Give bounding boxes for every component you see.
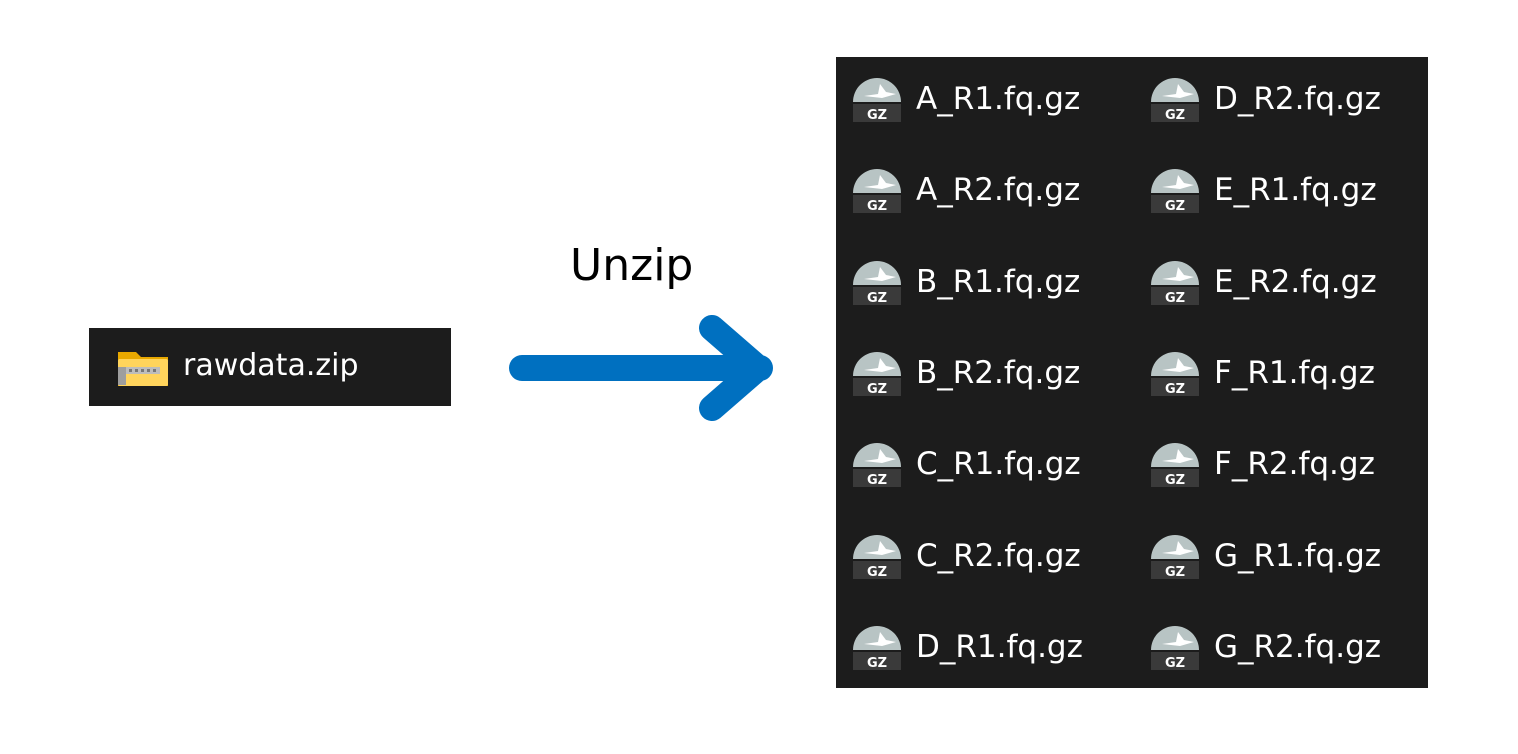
- gz-archive-icon: GZ: [1151, 443, 1199, 488]
- gz-archive-icon: GZ: [1151, 78, 1199, 123]
- unzip-label: Unzip: [570, 240, 694, 291]
- svg-text:GZ: GZ: [1165, 199, 1185, 214]
- file-item[interactable]: GZ G_R1.fq.gz: [1148, 526, 1381, 586]
- file-name: A_R2.fq.gz: [916, 172, 1081, 209]
- file-name: F_R2.fq.gz: [1214, 446, 1375, 483]
- gz-archive-icon: GZ: [853, 351, 901, 397]
- file-item[interactable]: GZ D_R1.fq.gz: [850, 617, 1083, 677]
- svg-text:GZ: GZ: [1165, 108, 1185, 123]
- file-name: D_R1.fq.gz: [916, 628, 1083, 665]
- file-item[interactable]: GZ A_R2.fq.gz: [850, 160, 1080, 220]
- svg-text:GZ: GZ: [867, 291, 887, 306]
- gz-archive-icon: GZ: [853, 78, 901, 123]
- gz-archive-icon: GZ: [853, 169, 901, 214]
- file-item[interactable]: GZ B_R2.fq.gz: [850, 343, 1080, 403]
- file-name: F_R1.fq.gz: [1214, 354, 1375, 391]
- file-name: C_R1.fq.gz: [916, 446, 1081, 483]
- file-item[interactable]: GZ B_R1.fq.gz: [850, 252, 1080, 312]
- file-item[interactable]: GZ E_R2.fq.gz: [1148, 252, 1377, 312]
- file-item[interactable]: GZ F_R2.fq.gz: [1148, 434, 1375, 494]
- file-item[interactable]: GZ E_R1.fq.gz: [1148, 160, 1377, 220]
- gz-archive-icon: GZ: [1151, 260, 1199, 306]
- file-item[interactable]: GZ C_R2.fq.gz: [850, 526, 1081, 586]
- gz-archive-icon: GZ: [1151, 351, 1199, 397]
- file-name: G_R1.fq.gz: [1214, 537, 1382, 574]
- gz-archive-icon: GZ: [853, 260, 901, 306]
- file-item[interactable]: GZ C_R1.fq.gz: [850, 434, 1081, 494]
- file-name: D_R2.fq.gz: [1214, 81, 1381, 117]
- file-name: A_R1.fq.gz: [916, 81, 1081, 117]
- file-name: E_R2.fq.gz: [1214, 263, 1377, 300]
- zip-folder-icon: [118, 352, 168, 386]
- file-name: B_R1.fq.gz: [916, 263, 1081, 300]
- gz-archive-icon: GZ: [1151, 625, 1199, 671]
- zip-file-item[interactable]: rawdata.zip: [89, 328, 451, 406]
- file-item[interactable]: GZ F_R1.fq.gz: [1148, 343, 1375, 403]
- svg-text:GZ: GZ: [867, 382, 887, 397]
- svg-text:GZ: GZ: [1165, 656, 1185, 671]
- svg-text:GZ: GZ: [867, 108, 887, 123]
- file-item[interactable]: GZ A_R1.fq.gz: [850, 69, 1080, 129]
- svg-text:GZ: GZ: [1165, 291, 1185, 306]
- file-name: G_R2.fq.gz: [1214, 628, 1382, 665]
- svg-text:GZ: GZ: [1165, 382, 1185, 397]
- file-name: E_R1.fq.gz: [1214, 172, 1377, 209]
- svg-text:GZ: GZ: [867, 656, 887, 671]
- file-name: B_R2.fq.gz: [916, 354, 1081, 391]
- file-item[interactable]: GZ D_R2.fq.gz: [1148, 69, 1381, 129]
- gz-archive-icon: GZ: [1151, 534, 1199, 580]
- svg-text:GZ: GZ: [1165, 473, 1185, 488]
- file-item[interactable]: GZ G_R2.fq.gz: [1148, 617, 1381, 677]
- gz-archive-icon: GZ: [853, 534, 901, 580]
- gz-archive-icon: GZ: [853, 443, 901, 488]
- file-name: C_R2.fq.gz: [916, 537, 1081, 574]
- right-arrow-icon: [509, 315, 773, 421]
- svg-text:GZ: GZ: [867, 473, 887, 488]
- svg-text:GZ: GZ: [1165, 565, 1185, 580]
- svg-text:GZ: GZ: [867, 199, 887, 214]
- gz-archive-icon: GZ: [853, 625, 901, 671]
- svg-text:GZ: GZ: [867, 565, 887, 580]
- zip-file-name: rawdata.zip: [183, 348, 359, 383]
- gz-archive-icon: GZ: [1151, 169, 1199, 214]
